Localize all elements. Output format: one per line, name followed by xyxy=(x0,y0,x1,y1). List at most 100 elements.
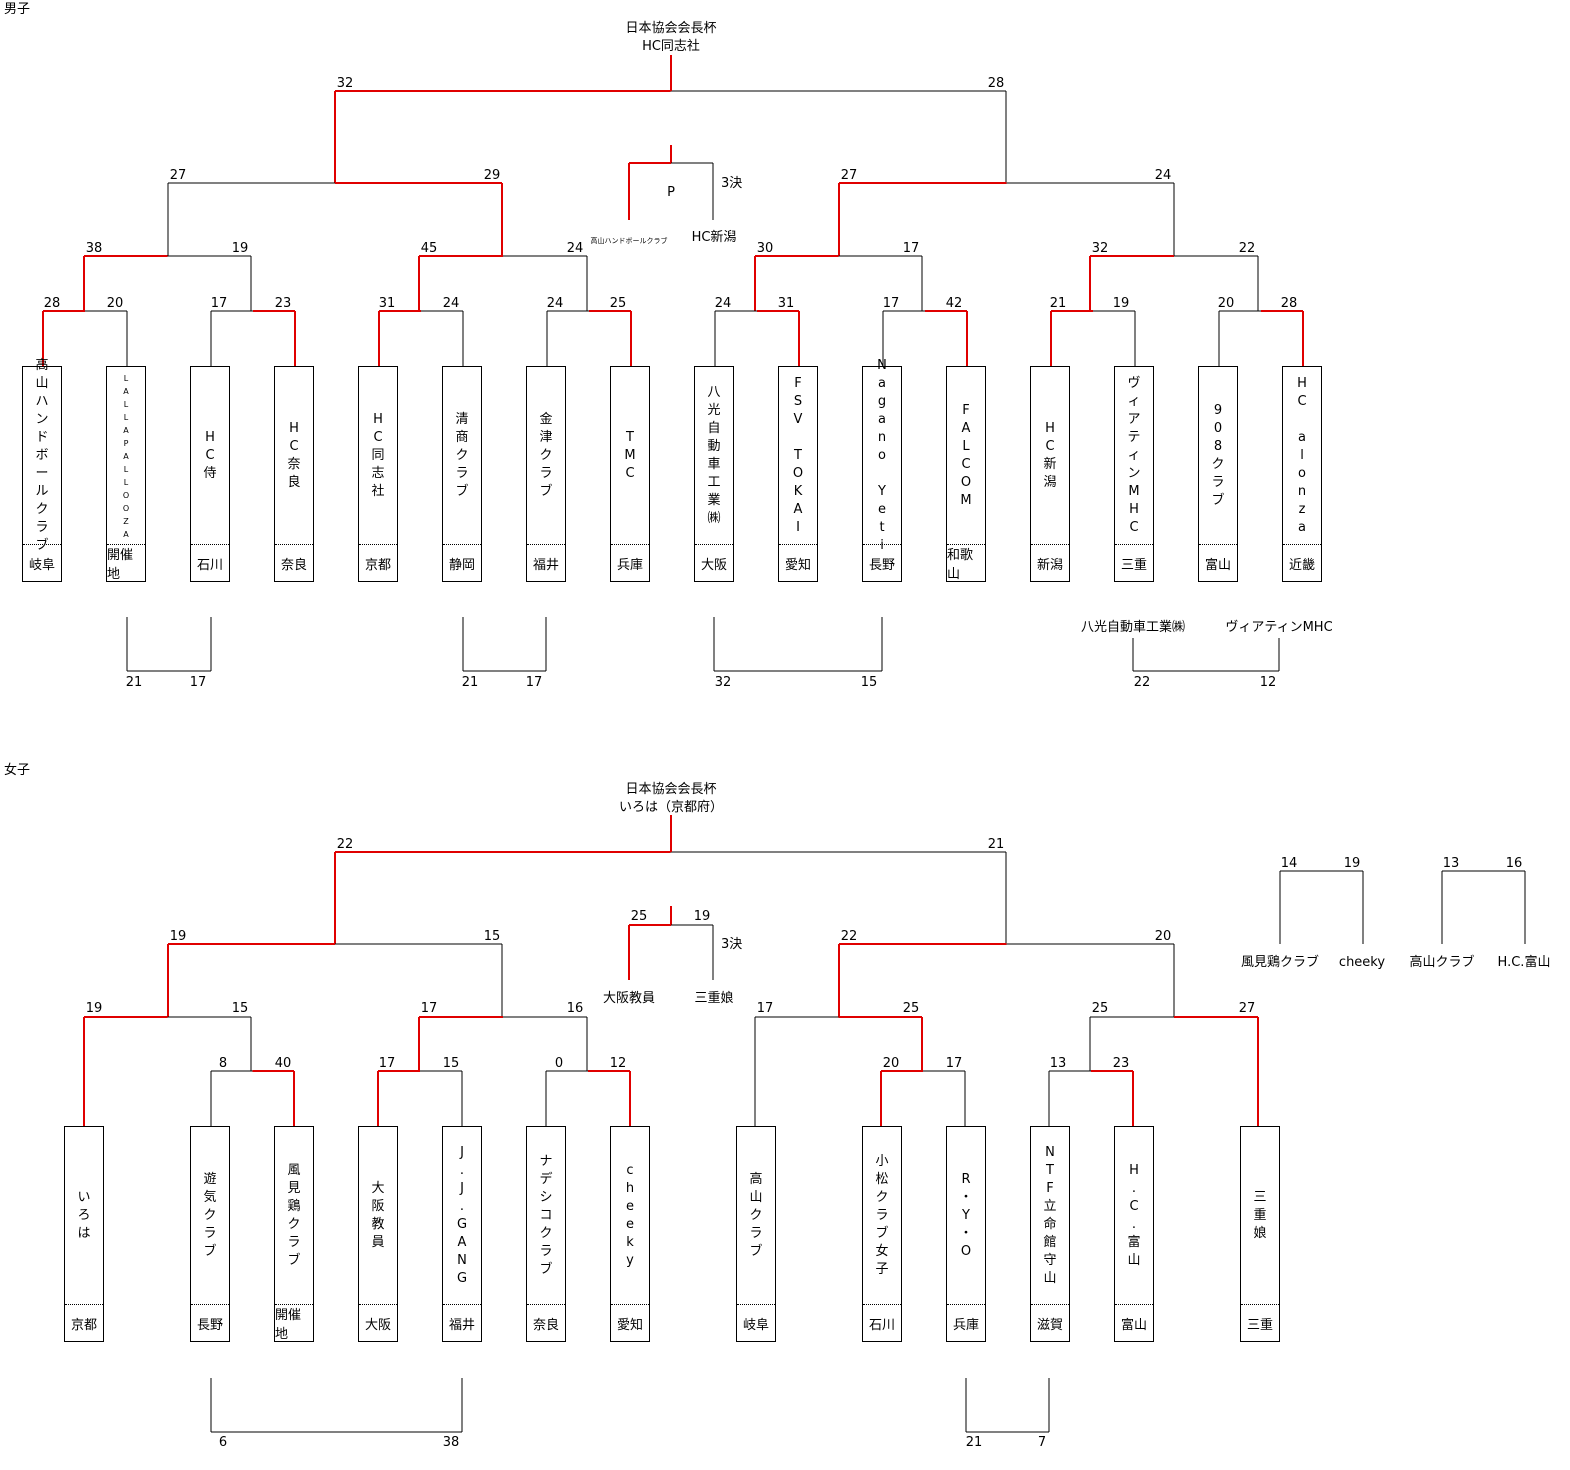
men-team-prefecture: 兵庫 xyxy=(611,544,649,581)
women-trophy-title: 日本協会会長杯 xyxy=(625,782,717,797)
women-first-score: 8 xyxy=(218,1056,228,1071)
women-team-name: 小松クラブ女子 xyxy=(875,1154,889,1277)
women-first-score: 15 xyxy=(442,1056,460,1071)
men-consolation-score: 21 xyxy=(461,675,479,690)
women-team-prefecture: 福井 xyxy=(443,1304,481,1341)
women-team-name: H.C.富山 xyxy=(1127,1163,1141,1268)
women-extra-score: 19 xyxy=(1343,856,1361,871)
women-team-box: H.C.富山富山 xyxy=(1114,1126,1154,1342)
men-first-score: 21 xyxy=(1049,296,1067,311)
women-quarter-score: 17 xyxy=(756,1001,774,1016)
women-team-name: R・Y・O xyxy=(959,1172,973,1259)
women-team-box: ナデシコクラブ奈良 xyxy=(526,1126,566,1342)
women-champion: いろは（京都府） xyxy=(618,800,724,815)
men-consolation-score: 17 xyxy=(525,675,543,690)
women-team-box: 大阪教員大阪 xyxy=(358,1126,398,1342)
women-team-prefecture: 愛知 xyxy=(611,1304,649,1341)
women-team-name: いろは xyxy=(77,1190,91,1241)
men-consolation-team: ヴィアティンMHC xyxy=(1225,620,1333,635)
men-champion: HC同志社 xyxy=(642,39,700,54)
men-first-score: 31 xyxy=(378,296,396,311)
women-team-box: 小松クラブ女子石川 xyxy=(862,1126,902,1342)
men-consolation-score: 32 xyxy=(714,675,732,690)
men-quarter-score: 30 xyxy=(756,241,774,256)
men-trophy-title: 日本協会会長杯 xyxy=(625,21,717,36)
men-consolation-score: 21 xyxy=(125,675,143,690)
men-third-place-team: HC新潟 xyxy=(691,230,737,245)
women-section-label: 女子 xyxy=(4,763,31,778)
men-first-score: 25 xyxy=(609,296,627,311)
women-third-place-score: 19 xyxy=(693,909,711,924)
men-first-score: 28 xyxy=(43,296,61,311)
men-team-prefecture: 近畿 xyxy=(1283,544,1321,581)
men-team-name: 金津クラブ xyxy=(539,412,553,499)
men-semi-score: 27 xyxy=(840,168,858,183)
women-team-box: 風見鶏クラブ開催地 xyxy=(274,1126,314,1342)
men-consolation-score: 22 xyxy=(1133,675,1151,690)
men-section-label: 男子 xyxy=(4,2,31,17)
men-third-place-team: 高山ハンドボールクラブ xyxy=(590,237,668,245)
women-semi-score: 15 xyxy=(483,929,501,944)
men-quarter-score: 22 xyxy=(1238,241,1256,256)
men-semi-score: 29 xyxy=(483,168,501,183)
women-quarter-score: 17 xyxy=(420,1001,438,1016)
women-team-name: 高山クラブ xyxy=(749,1172,763,1259)
men-first-score: 28 xyxy=(1280,296,1298,311)
women-first-score: 17 xyxy=(945,1056,963,1071)
women-team-box: 遊気クラブ長野 xyxy=(190,1126,230,1342)
men-first-score: 42 xyxy=(945,296,963,311)
men-first-score: 24 xyxy=(546,296,564,311)
women-team-name: 三重娘 xyxy=(1253,1190,1267,1241)
men-quarter-score: 32 xyxy=(1091,241,1109,256)
women-first-score: 13 xyxy=(1049,1056,1067,1071)
women-first-score: 12 xyxy=(609,1056,627,1071)
men-team-prefecture: 富山 xyxy=(1199,544,1237,581)
women-first-score: 20 xyxy=(882,1056,900,1071)
women-quarter-score: 25 xyxy=(902,1001,920,1016)
men-first-score: 20 xyxy=(1217,296,1235,311)
men-team-prefecture: 岐阜 xyxy=(23,544,61,581)
women-third-place-team: 大阪教員 xyxy=(602,991,656,1006)
men-consolation-score: 12 xyxy=(1259,675,1277,690)
women-team-name: 風見鶏クラブ xyxy=(287,1163,301,1268)
men-semi-score: 24 xyxy=(1154,168,1172,183)
men-team-box: 清商クラブ静岡 xyxy=(442,366,482,582)
women-quarter-score: 25 xyxy=(1091,1001,1109,1016)
women-team-prefecture: 富山 xyxy=(1115,1304,1153,1341)
men-first-score: 17 xyxy=(882,296,900,311)
men-quarter-score: 24 xyxy=(566,241,584,256)
men-consolation-score: 15 xyxy=(860,675,878,690)
women-consolation-score: 6 xyxy=(218,1435,228,1450)
women-quarter-score: 19 xyxy=(85,1001,103,1016)
men-consolation-team: 八光自動車工業㈱ xyxy=(1080,620,1186,635)
men-first-score: 20 xyxy=(106,296,124,311)
women-team-prefecture: 兵庫 xyxy=(947,1304,985,1341)
men-quarter-score: 38 xyxy=(85,241,103,256)
men-final-score: 28 xyxy=(987,76,1005,91)
women-team-prefecture: 長野 xyxy=(191,1304,229,1341)
men-quarter-score: 19 xyxy=(231,241,249,256)
women-team-prefecture: 奈良 xyxy=(527,1304,565,1341)
women-quarter-score: 16 xyxy=(566,1001,584,1016)
women-semi-score: 20 xyxy=(1154,929,1172,944)
men-team-prefecture: 福井 xyxy=(527,544,565,581)
men-final-score: 32 xyxy=(336,76,354,91)
women-third-place-label: 3決 xyxy=(721,937,743,952)
